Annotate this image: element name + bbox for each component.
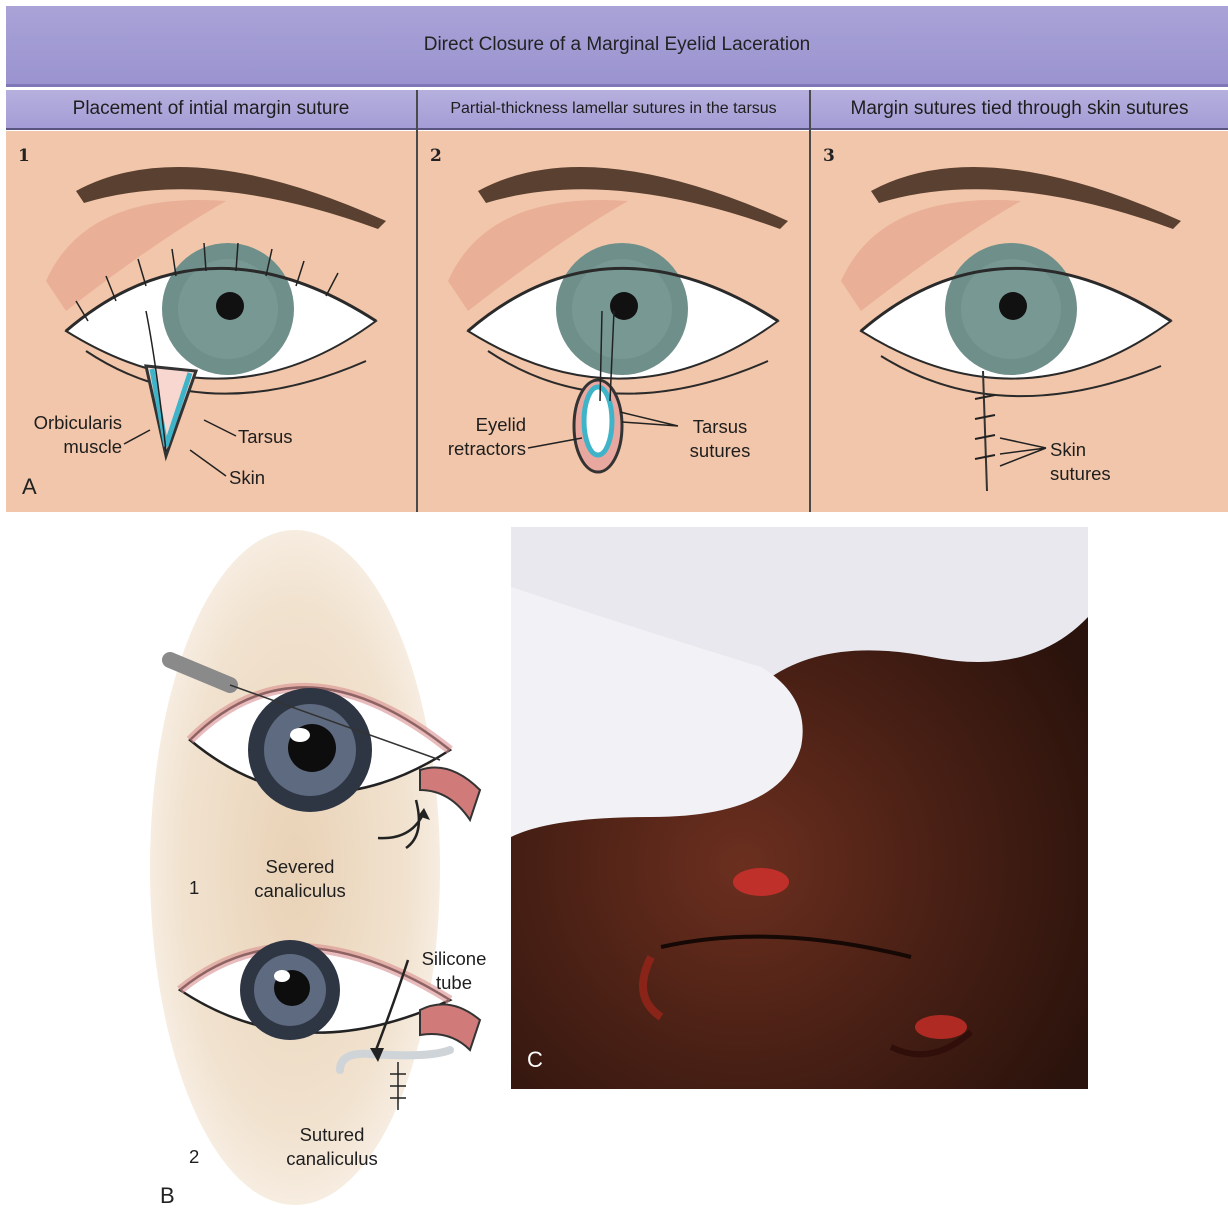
label-sutured-line2: canaliculus xyxy=(270,1147,394,1171)
cannula-icon xyxy=(170,660,230,685)
label-silicone-line2: tube xyxy=(413,971,495,995)
label-severed-canaliculus: Severed canaliculus xyxy=(240,855,360,903)
figure-b-letter: B xyxy=(160,1183,175,1209)
silicone-tube-icon xyxy=(340,1050,450,1070)
label-sutured-canaliculus: Sutured canaliculus xyxy=(270,1123,394,1171)
figure-b-step-2-number: 2 xyxy=(189,1145,199,1169)
figure-b-step-1-number: 1 xyxy=(189,876,199,900)
figure-c-letter: C xyxy=(527,1047,543,1073)
label-silicone-line1: Silicone xyxy=(413,947,495,971)
label-silicone-tube: Silicone tube xyxy=(413,947,495,995)
laceration-wound-icon xyxy=(733,868,789,896)
label-severed-line2: canaliculus xyxy=(240,879,360,903)
figure-b-illustration xyxy=(150,590,500,1110)
label-sutured-line1: Sutured xyxy=(270,1123,394,1147)
label-severed-line1: Severed xyxy=(240,855,360,879)
figure-a-leader-lines xyxy=(0,0,1228,520)
clinical-photograph: C xyxy=(511,527,1088,1089)
